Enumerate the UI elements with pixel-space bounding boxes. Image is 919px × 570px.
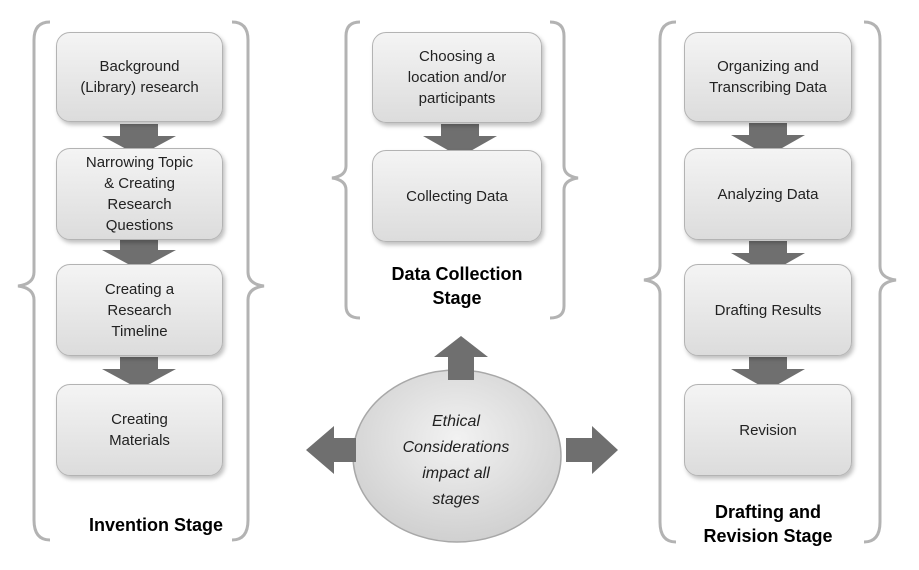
step-background-research: Background (Library) research <box>56 32 223 122</box>
drafting-arrow-2 <box>731 241 805 274</box>
arrow-up <box>434 336 488 380</box>
step-research-timeline: Creating a Research Timeline <box>56 264 223 356</box>
drafting-arrow-3 <box>731 357 805 390</box>
step-creating-materials: Creating Materials <box>56 384 223 476</box>
arrow-right <box>566 426 618 474</box>
step-narrowing-topic: Narrowing Topic & Creating Research Ques… <box>56 148 223 240</box>
step-choosing-location: Choosing a location and/or participants <box>372 32 542 123</box>
step-organizing-transcribing: Organizing and Transcribing Data <box>684 32 852 122</box>
invention-arrow-2 <box>102 238 176 270</box>
data-collection-right-bracket <box>549 20 579 320</box>
step-collecting-data: Collecting Data <box>372 150 542 242</box>
step-revision: Revision <box>684 384 852 476</box>
data-collection-left-bracket <box>331 20 361 320</box>
data-collection-stage-label: Data Collection Stage <box>391 264 523 308</box>
arrow-left <box>306 426 356 474</box>
drafting-arrow-1 <box>731 123 805 156</box>
step-drafting-results: Drafting Results <box>684 264 852 356</box>
drafting-stage-label: Drafting and Revision Stage <box>703 502 833 546</box>
invention-stage-label: Invention Stage <box>88 515 223 535</box>
data-collection-arrow-1 <box>423 124 497 157</box>
drafting-left-bracket <box>643 20 677 544</box>
ethical-considerations-text: Ethical Considerations impact all stages <box>402 413 510 508</box>
invention-left-bracket <box>17 20 51 542</box>
drafting-right-bracket <box>863 20 897 544</box>
invention-arrow-1 <box>102 124 176 156</box>
invention-right-bracket <box>231 20 265 542</box>
invention-arrow-3 <box>102 357 176 389</box>
step-analyzing-data: Analyzing Data <box>684 148 852 240</box>
